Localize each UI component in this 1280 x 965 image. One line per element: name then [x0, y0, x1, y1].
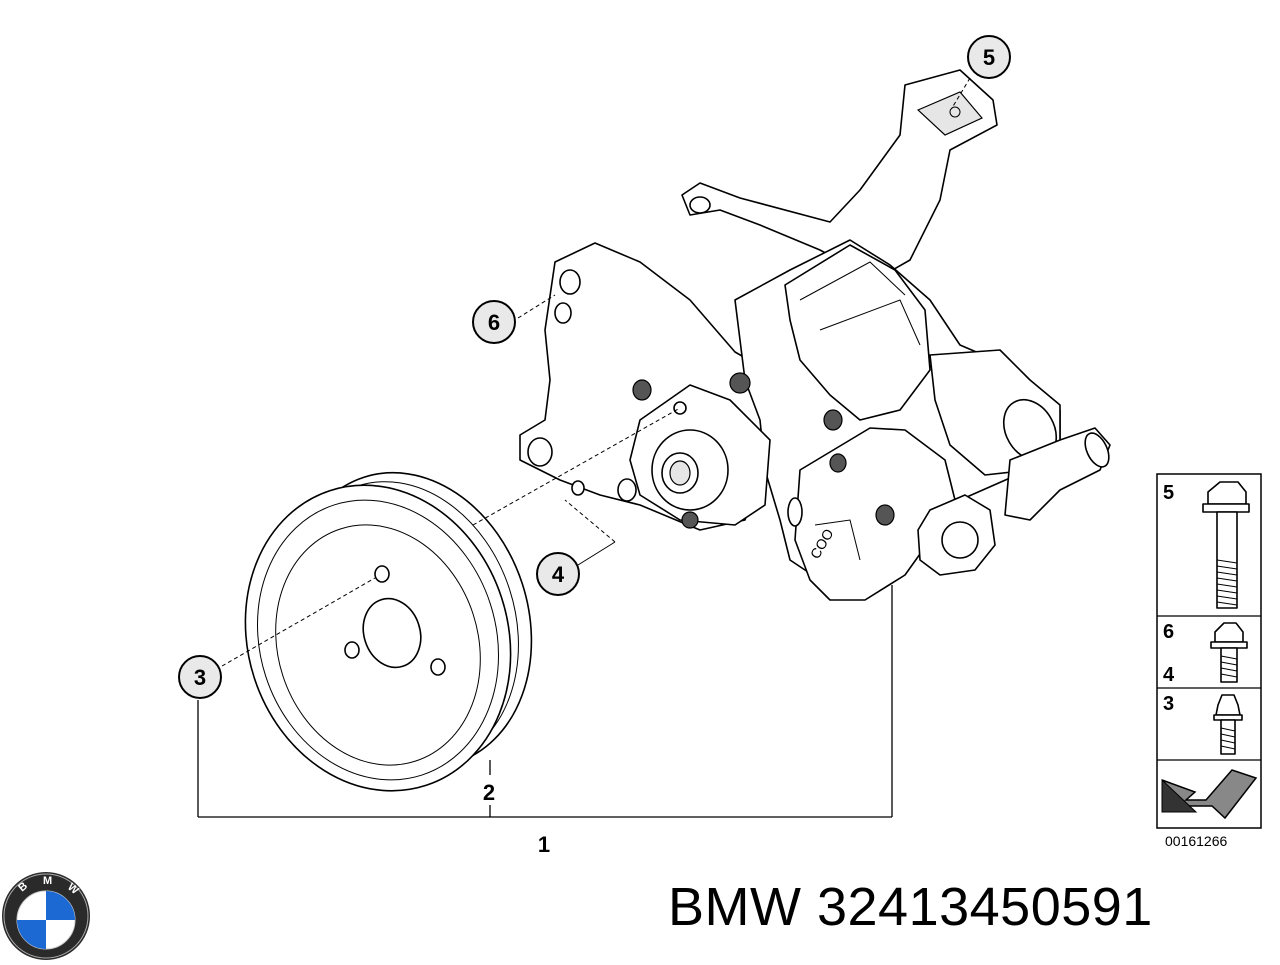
callout-6: 6	[472, 300, 516, 344]
callout-1-label: 1	[538, 832, 550, 857]
callout-2-label: 2	[483, 780, 495, 805]
short-flange-bolt-icon	[1210, 622, 1248, 683]
torx-bolt-icon	[1213, 694, 1243, 755]
callout-3-label: 3	[194, 665, 206, 690]
fastener-legend-panel: 5 6 4 3	[1156, 473, 1262, 829]
part-caption: BMW 32413450591	[668, 877, 1153, 937]
callout-5: 5	[967, 35, 1011, 79]
logo-letter-m: M	[43, 875, 52, 887]
bmw-logo: B M W	[2, 872, 90, 960]
legend-number-6: 6	[1163, 621, 1174, 643]
callout-3: 3	[178, 655, 222, 699]
long-flange-bolt-icon	[1202, 481, 1250, 609]
pump-housing: COO	[519, 239, 1111, 601]
leader-lines	[197, 77, 971, 818]
arrow-symbol-icon	[1161, 769, 1258, 820]
callout-5-label: 5	[983, 45, 995, 70]
callout-6-label: 6	[488, 310, 500, 335]
legend-number-4: 4	[1163, 664, 1175, 686]
legend-number-5: 5	[1163, 482, 1174, 504]
pulley	[244, 471, 533, 792]
callout-4-label: 4	[552, 562, 565, 587]
legend-number-3: 3	[1163, 693, 1174, 715]
callout-4: 4	[536, 552, 580, 596]
diagram-number: 00161266	[1165, 833, 1228, 849]
mounting-bracket	[681, 69, 998, 281]
